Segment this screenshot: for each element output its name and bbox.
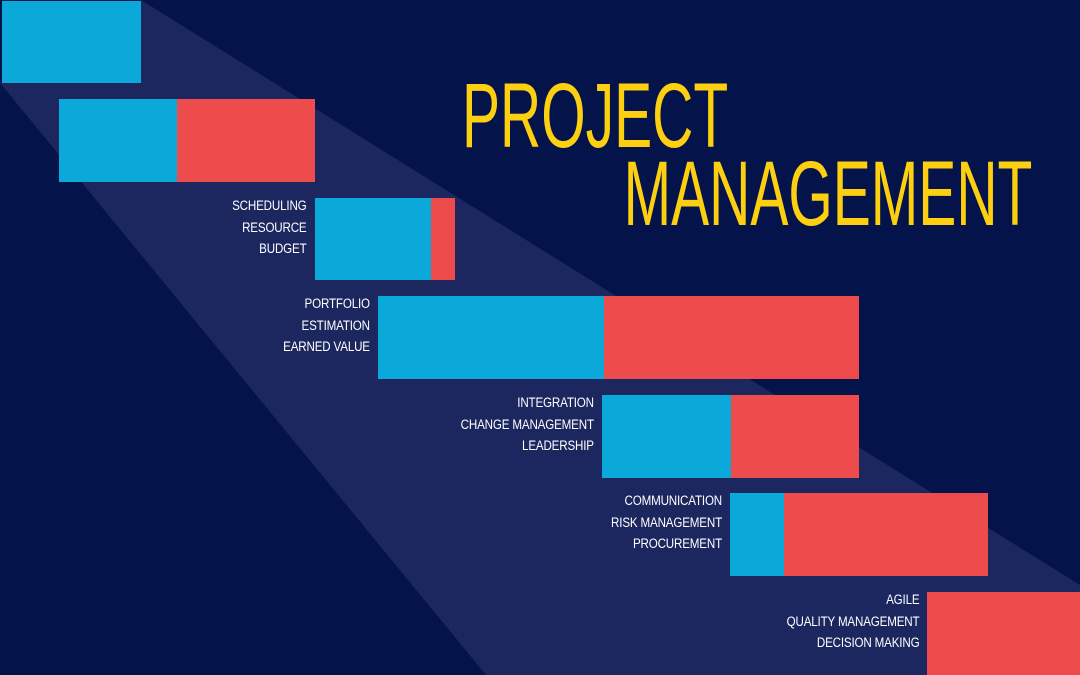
label-procurement: PROCUREMENT xyxy=(632,536,722,551)
label-group-step-5: INTEGRATION CHANGE MANAGEMENT LEADERSHIP xyxy=(461,392,594,457)
label-risk-management: RISK MANAGEMENT xyxy=(611,514,722,530)
step-4-red-segment xyxy=(604,296,859,379)
label-change-management: CHANGE MANAGEMENT xyxy=(460,416,594,432)
label-group-step-7: AGILE QUALITY MANAGEMENT DECISION MAKING xyxy=(786,589,919,654)
label-quality-management: QUALITY MANAGEMENT xyxy=(786,613,919,629)
label-earned-value: EARNED VALUE xyxy=(283,339,370,354)
step-5-blue-segment xyxy=(602,395,731,478)
label-portfolio: PORTFOLIO xyxy=(304,296,371,311)
step-1-blue-segment xyxy=(2,1,141,83)
step-6-red-segment xyxy=(784,493,988,576)
step-3-red-segment xyxy=(431,198,455,280)
step-5-red-segment xyxy=(731,395,859,478)
label-scheduling: SCHEDULING xyxy=(232,198,308,213)
label-leadership: LEADERSHIP xyxy=(522,438,594,453)
label-agile: AGILE xyxy=(885,592,920,607)
label-decision-making: DECISION MAKING xyxy=(816,635,919,650)
step-7-red-segment xyxy=(927,592,1080,675)
step-6-blue-segment xyxy=(730,493,784,576)
step-3-blue-segment xyxy=(315,198,431,280)
label-group-step-4: PORTFOLIO ESTIMATION EARNED VALUE xyxy=(283,293,370,358)
label-group-step-6: COMMUNICATION RISK MANAGEMENT PROCUREMEN… xyxy=(611,490,722,555)
label-budget: BUDGET xyxy=(259,241,308,256)
step-4-blue-segment xyxy=(378,296,604,379)
label-resource: RESOURCE xyxy=(242,219,308,235)
label-integration: INTEGRATION xyxy=(517,395,594,410)
label-estimation: ESTIMATION xyxy=(301,317,371,333)
step-2-blue-segment xyxy=(59,99,177,182)
step-2-red-segment xyxy=(177,99,315,182)
label-group-step-3: SCHEDULING RESOURCE BUDGET xyxy=(232,195,308,260)
title-line-management: MANAGEMENT xyxy=(623,143,1032,245)
label-communication: COMMUNICATION xyxy=(624,493,722,508)
title-line-project: PROJECT xyxy=(462,65,729,167)
